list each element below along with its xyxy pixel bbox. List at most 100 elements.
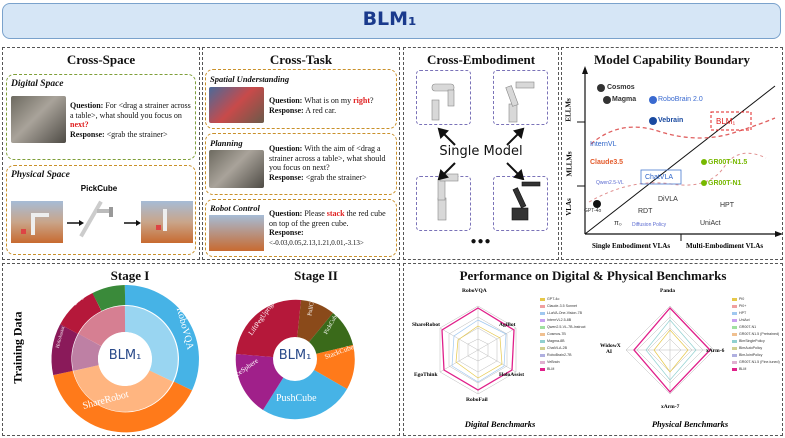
digital-legend-item: GPT-4o xyxy=(540,296,590,303)
physical-legend-label: GR00T-N1.5 (Fine-tuned) xyxy=(739,360,780,364)
physical-legend-item: UniAct xyxy=(732,317,782,324)
physical-axis-panda: Panda xyxy=(660,288,675,294)
capability-title: Model Capability Boundary xyxy=(593,52,751,67)
blm-highlight-box xyxy=(710,111,752,131)
physical-legend-label: Pi0+ xyxy=(739,304,747,308)
digital-legend-label: BLM xyxy=(547,367,555,371)
model-chatvla: ChatVLA xyxy=(645,174,674,181)
model-gr00t: GR00T-N1 xyxy=(708,180,742,187)
model-rdt: RDT xyxy=(638,208,653,215)
physical-legend-label: BLM xyxy=(739,367,747,371)
cross-embodiment-panel xyxy=(403,47,559,260)
spatial-text: Question: What is on my right? Response:… xyxy=(269,96,374,115)
x-label-single: Single Embodiment VLAs xyxy=(592,242,671,250)
stage1-segment-bridge xyxy=(60,293,102,335)
physical-legend-swatch xyxy=(732,318,737,322)
cross-space-panel xyxy=(2,47,200,260)
model-blm: BLM₁ xyxy=(716,117,736,126)
planning-label: Planning xyxy=(210,138,243,148)
spatial-box xyxy=(205,69,397,129)
physical-legend-label: Pi0 xyxy=(739,297,745,301)
cross-task-title: Cross-Task xyxy=(269,52,333,67)
physical-legend-item: BlmJointPolicy xyxy=(732,352,782,359)
stage2-label-pushcube: PushCube xyxy=(276,393,317,404)
physical-axis-widowx: WidowX AI xyxy=(600,343,621,355)
physical-legend-swatch xyxy=(732,339,737,343)
training-data-label: Training Data xyxy=(10,311,25,384)
model-uniact: UniAct xyxy=(700,220,721,227)
physical-legend-label: BlmSinglePolicy xyxy=(739,339,765,343)
planning-text: Question: With the aim of <drag a strain… xyxy=(269,144,386,182)
physical-legend-item: HPT xyxy=(732,310,782,317)
model-diffusion: Diffusion Policy xyxy=(632,222,667,228)
embodiment-arrows xyxy=(437,127,525,180)
pickcube-label: PickCube xyxy=(80,184,118,193)
model-gr00t15: GR00T-N1.5 xyxy=(708,159,748,166)
physical-legend-swatch xyxy=(732,304,737,308)
stage1-segment-sharerobot xyxy=(53,370,193,433)
digital-axis-agibot: AgiBot xyxy=(499,322,516,328)
digital-axis-robovqa: RoboVQA xyxy=(462,288,487,294)
digital-radar xyxy=(439,305,517,395)
physical-legend-item: GR00T-N1 xyxy=(732,324,782,331)
gr00t-icon xyxy=(701,180,707,186)
digital-legend-label: VeBrain xyxy=(547,360,560,364)
stage1-center-label: BLM₁ xyxy=(108,348,142,363)
stage2-segment-pushcube xyxy=(263,359,347,420)
cosmos-icon xyxy=(597,84,605,92)
model-internvl: InternVL xyxy=(590,141,617,148)
digital-legend-item: RoboBrain2-7B xyxy=(540,352,590,359)
digital-legend-item: Magma-8B xyxy=(540,338,590,345)
physical-legend-swatch xyxy=(732,346,737,350)
stage1-outer-ring xyxy=(51,285,199,433)
chatvla-box xyxy=(640,169,682,185)
physical-legend-swatch xyxy=(732,311,737,315)
digital-series-blm xyxy=(441,307,515,391)
stage1-donut xyxy=(51,285,199,433)
stage1-title: Stage I xyxy=(110,268,150,283)
physical-legend-item: Pi0 xyxy=(732,296,782,303)
capability-chart xyxy=(577,66,783,241)
robot-control-label: Robot Control xyxy=(210,203,260,213)
digital-legend-swatch xyxy=(540,346,545,350)
physical-legend-item: GR00T-N1.5 (Fine-tuned) xyxy=(732,359,782,366)
model-cosmos: Cosmos xyxy=(607,84,635,91)
gr00t15-icon xyxy=(701,159,707,165)
magma-icon xyxy=(603,96,611,104)
stage1-segment-other xyxy=(92,285,126,312)
sim-frame-start xyxy=(11,201,63,243)
digital-legend-item: Cosmos-7B xyxy=(540,331,590,338)
more-embodiments: ●●● xyxy=(470,236,492,247)
model-robobrain: RoboBrain 2.0 xyxy=(658,96,703,103)
digital-series-baseline xyxy=(455,325,503,379)
digital-space-text: Question: For <drag a strainer across a … xyxy=(70,101,191,139)
model-magma: Magma xyxy=(612,96,637,103)
y-label-ellms: ELLMs xyxy=(564,98,573,122)
planning-image xyxy=(209,150,264,188)
digital-legend-swatch xyxy=(540,367,545,371)
model-pi0: π₀ xyxy=(614,220,622,227)
physical-space-label: Physical Space xyxy=(11,170,70,180)
digital-axis-egothink: EgoThink xyxy=(414,372,438,378)
digital-legend-swatch xyxy=(540,332,545,336)
digital-legend-label: ChatVLA-2B xyxy=(547,346,567,350)
robot-control-image xyxy=(209,215,264,251)
performance-title: Performance on Digital & Physical Benchm… xyxy=(459,268,727,283)
digital-legend-label: LLaVA-One-Vision-7B xyxy=(547,311,583,315)
model-hpt: HPT xyxy=(720,202,734,209)
robot-arm-icon xyxy=(79,200,103,238)
physical-legend-label: GR00T-N1.5 (Pretrained) xyxy=(739,332,780,336)
stage1-segment-holoassist xyxy=(51,324,79,376)
physical-legend-label: UniAct xyxy=(739,318,750,322)
model-vebrain: Vebrain xyxy=(658,117,684,124)
digital-axis-robofail: RoboFail xyxy=(466,397,488,403)
digital-space-label: Digital Space xyxy=(11,79,64,89)
physical-legend-item: BLM xyxy=(732,366,782,373)
spatial-label: Spatial Understanding xyxy=(210,74,290,84)
stage2-title: Stage II xyxy=(294,268,338,283)
gpt-icon xyxy=(593,200,601,208)
digital-legend-item: Claude-3.5 Sonnet xyxy=(540,303,590,310)
physical-legend-swatch xyxy=(732,353,737,357)
